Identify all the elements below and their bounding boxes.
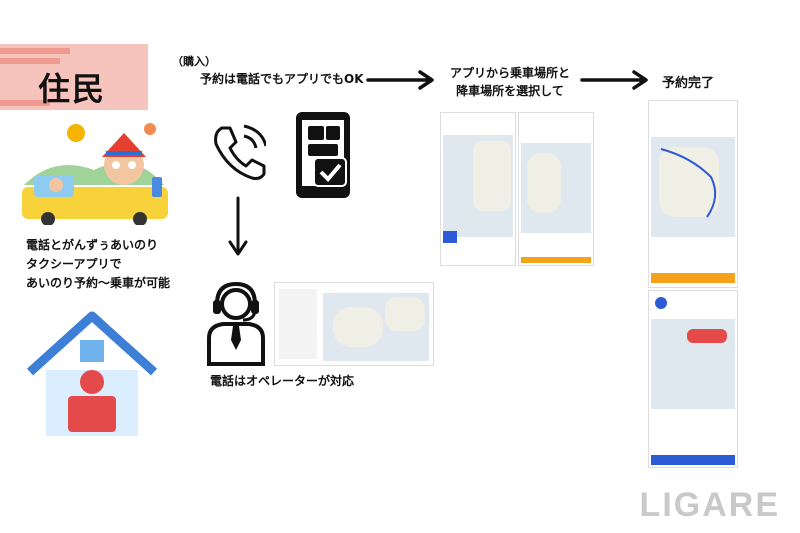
map-land [385,297,425,331]
app-map [651,137,735,237]
smartphone-check-icon [296,112,350,198]
app-screenshot-pickup [440,112,516,266]
header-stripe [0,58,60,64]
step2-label: アプリから乗車場所と 降車場所を選択して [450,64,570,100]
step2-line: アプリから乗車場所と [450,66,571,80]
caption-line: タクシーアプリで [26,257,122,271]
watermark: LIGARE [639,486,780,524]
operator-icon [207,281,265,366]
map-popup [687,329,727,343]
app-screenshot-dropoff [518,112,594,266]
map-land [473,141,511,211]
step1-label: 予約は電話でもアプリでもOK [200,72,364,86]
step3-label: 予約完了 [662,76,715,91]
dashboard-map [323,293,429,361]
app-screenshot-confirmation [648,100,738,288]
dashboard-form [279,289,317,359]
app-screenshot-ride [648,290,738,468]
map-land [527,153,561,213]
resident-header-bg [0,44,148,110]
taxi-illustration-icon [22,123,168,225]
route-line [660,148,717,218]
header-stripe [0,100,50,106]
step2-line: 降車場所を選択して [456,84,564,98]
header-stripe [0,48,70,54]
resident-caption: 電話とがんずぅあいのり タクシーアプリで あいのり予約〜乗車が可能 [26,236,170,293]
house-icon [26,311,158,436]
avatar [655,297,667,309]
map-land [659,147,719,217]
app-map [443,135,513,237]
purchase-label: （購入） [172,55,216,68]
map-land [333,307,383,347]
app-confirm-button [651,455,735,465]
operator-label: 電話はオペレーターが対応 [210,374,355,388]
phone-icon [214,124,266,180]
app-map [521,143,591,233]
operator-dashboard-screenshot [274,282,434,366]
app-orange-bar [521,257,591,263]
caption-line: 電話とがんずぅあいのり [26,238,159,252]
resident-title: 住民 [38,70,107,108]
caption-line: あいのり予約〜乗車が可能 [26,276,171,290]
arrow-down-icon [228,196,248,256]
arrow-right-icon [580,70,648,90]
arrow-right-icon [366,70,434,90]
app-orange-bar [651,273,735,283]
app-map [651,319,735,409]
app-button [443,231,457,243]
